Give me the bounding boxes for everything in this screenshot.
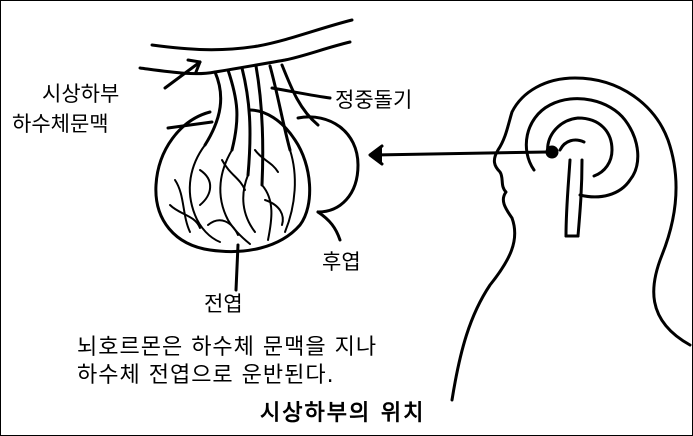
pituitary-stalk — [205, 65, 318, 185]
posterior-lobe-pointer — [318, 212, 340, 240]
head-silhouette — [452, 78, 690, 400]
label-median-eminence: 정중돌기 — [335, 88, 412, 112]
label-hypothalamus: 시상하부 — [42, 82, 119, 106]
caption-line-1: 뇌호르몬은 하수체 문맥을 지나 — [77, 334, 377, 362]
label-portal-system: 하수체문맥 — [12, 112, 109, 136]
location-arrow — [370, 146, 548, 164]
brain-core — [560, 140, 584, 150]
brain-inner-fold — [548, 118, 612, 176]
label-anterior-lobe: 전엽 — [204, 292, 243, 316]
label-posterior-lobe: 후엽 — [322, 250, 361, 274]
median-eminence-pointer — [272, 88, 330, 98]
hypothalamus-outline — [140, 20, 352, 74]
anterior-lobe-pointer — [236, 245, 238, 290]
pituitary-location-dot — [547, 147, 557, 157]
brainstem — [566, 160, 582, 236]
portal-vessels — [170, 145, 295, 244]
caption-line-2: 하수체 전엽으로 운반된다. — [77, 362, 335, 390]
figure-title: 시상하부의 위치 — [260, 402, 425, 426]
